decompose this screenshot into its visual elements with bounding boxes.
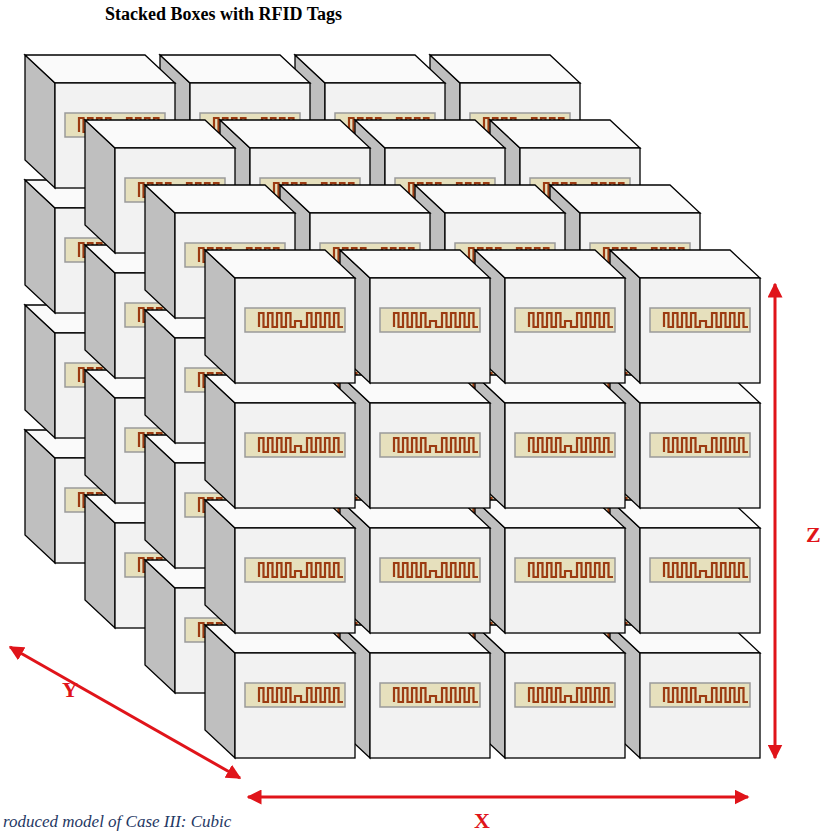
box — [340, 500, 490, 633]
rfid-tag — [380, 308, 480, 332]
rfid-tag — [380, 683, 480, 707]
box-top — [145, 185, 295, 213]
box — [610, 625, 760, 758]
diagram-title: Stacked Boxes with RFID Tags — [105, 4, 342, 25]
box-front — [370, 653, 490, 758]
box-front — [640, 278, 760, 383]
box — [610, 500, 760, 633]
box-front — [235, 278, 355, 383]
rfid-tag — [515, 558, 615, 582]
box — [205, 375, 355, 508]
box-top — [280, 185, 430, 213]
rfid-tag — [515, 683, 615, 707]
box-top — [610, 250, 760, 278]
rfid-tag — [650, 558, 750, 582]
rfid-tag — [650, 308, 750, 332]
rfid-antenna — [394, 313, 478, 327]
rfid-antenna — [664, 438, 748, 452]
rfid-antenna — [259, 313, 343, 327]
z-axis-arrow — [774, 284, 777, 758]
rfid-tag — [245, 683, 345, 707]
box-top — [355, 120, 505, 148]
rfid-antenna — [529, 313, 613, 327]
box — [475, 500, 625, 633]
box-top — [430, 55, 580, 83]
box — [475, 250, 625, 383]
box-front — [370, 403, 490, 508]
rfid-antenna — [664, 313, 748, 327]
rfid-antenna — [259, 438, 343, 452]
box — [340, 625, 490, 758]
box-top — [160, 55, 310, 83]
box-front — [370, 528, 490, 633]
box — [340, 250, 490, 383]
rfid-antenna — [394, 688, 478, 702]
box-top — [295, 55, 445, 83]
box — [475, 375, 625, 508]
rfid-antenna — [529, 688, 613, 702]
box-top — [205, 250, 355, 278]
box-front — [235, 528, 355, 633]
box — [205, 625, 355, 758]
axis-label: Y — [62, 677, 78, 703]
box-front — [640, 653, 760, 758]
rfid-tag — [650, 433, 750, 457]
box-front — [505, 278, 625, 383]
box-front — [370, 278, 490, 383]
box — [205, 250, 355, 383]
rfid-tag — [245, 433, 345, 457]
rfid-tag — [650, 683, 750, 707]
box-top — [550, 185, 700, 213]
rfid-antenna — [664, 688, 748, 702]
box-top — [85, 120, 235, 148]
rfid-antenna — [259, 563, 343, 577]
rfid-tag — [245, 558, 345, 582]
rfid-antenna — [259, 688, 343, 702]
rfid-tag — [380, 433, 480, 457]
x-axis-arrow — [248, 796, 748, 799]
y-axis-arrow — [10, 647, 240, 778]
box-top — [475, 250, 625, 278]
box-stack — [25, 55, 760, 758]
rfid-antenna — [394, 438, 478, 452]
box-top — [220, 120, 370, 148]
axis-label: Z — [806, 522, 821, 548]
rfid-tag — [245, 308, 345, 332]
box-front — [235, 653, 355, 758]
box-front — [505, 403, 625, 508]
box — [205, 500, 355, 633]
box — [475, 625, 625, 758]
box — [610, 375, 760, 508]
box-top — [490, 120, 640, 148]
box — [610, 250, 760, 383]
rfid-antenna — [529, 563, 613, 577]
box — [340, 375, 490, 508]
box-front — [235, 403, 355, 508]
axis-label: X — [474, 808, 490, 834]
box-top — [340, 250, 490, 278]
rfid-antenna — [529, 438, 613, 452]
box-top — [415, 185, 565, 213]
box-front — [505, 528, 625, 633]
box-front — [505, 653, 625, 758]
rfid-antenna — [394, 563, 478, 577]
box-top — [25, 55, 175, 83]
figure-caption: roduced model of Case III: Cubic — [3, 812, 231, 832]
rfid-tag — [515, 308, 615, 332]
box-front — [640, 528, 760, 633]
rfid-antenna — [664, 563, 748, 577]
rfid-tag — [515, 433, 615, 457]
box-front — [640, 403, 760, 508]
rfid-tag — [380, 558, 480, 582]
